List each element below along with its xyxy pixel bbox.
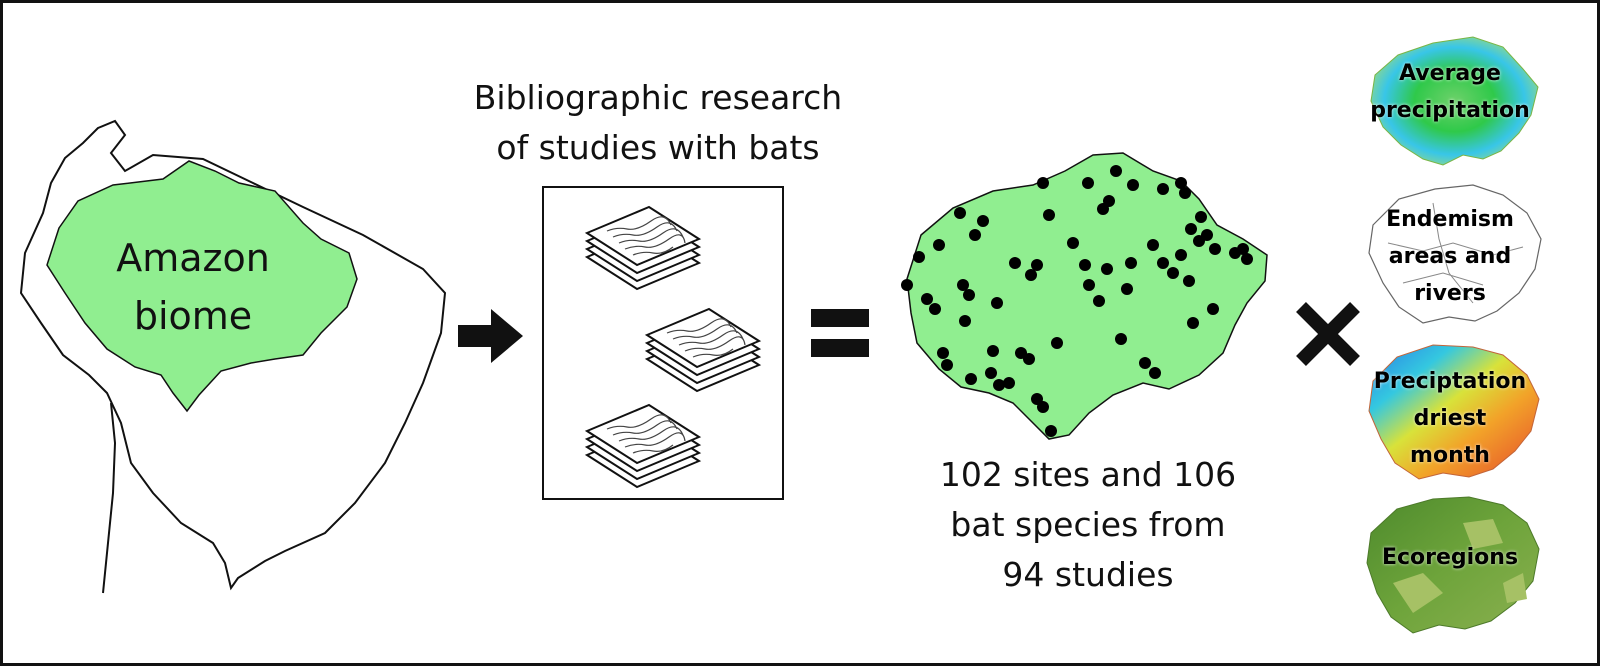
research-caption-line1: Bibliographic research — [473, 78, 843, 117]
endemism-map — [1368, 184, 1542, 324]
ecoregions-patches — [1393, 519, 1527, 613]
result-caption-line2: bat species from — [950, 505, 1226, 544]
layer-label-line: driest — [1413, 406, 1487, 431]
amazon-biome-label: Amazon biome — [93, 229, 293, 345]
layer-label-precipitation: Average precipitation — [1365, 55, 1535, 129]
layer-label-line: Endemism — [1386, 207, 1514, 232]
layer-label-line: areas and — [1388, 244, 1512, 269]
result-caption: 102 sites and 106 bat species from 94 st… — [888, 450, 1288, 600]
study-site-points — [901, 165, 1253, 437]
amazon-sites-map — [906, 152, 1268, 440]
layer-label-endemism: Endemism areas and rivers — [1365, 201, 1535, 312]
right-arrow-icon — [458, 309, 523, 363]
south-america-coast-tail — [102, 402, 117, 594]
layer-label-line: precipitation — [1370, 98, 1530, 123]
result-caption-line1: 102 sites and 106 — [939, 455, 1237, 494]
layer-label-line: rivers — [1414, 281, 1486, 306]
endemism-rivers — [1387, 202, 1524, 304]
layer-label-driest-month: Preciptation driest month — [1365, 363, 1535, 474]
amazon-label-line1: Amazon — [116, 236, 270, 280]
research-caption: Bibliographic research of studies with b… — [458, 73, 858, 173]
diagram-canvas — [19, 36, 1542, 634]
result-caption-line3: 94 studies — [1002, 555, 1174, 594]
layer-label-line: Ecoregions — [1381, 545, 1519, 570]
multiply-icon — [1296, 302, 1360, 366]
dry-month-map — [1368, 344, 1540, 480]
amazon-biome-shape — [46, 160, 358, 413]
layer-label-ecoregions: Ecoregions — [1365, 539, 1535, 576]
precipitation-map — [1370, 36, 1539, 166]
research-caption-line2: of studies with bats — [496, 128, 820, 167]
amazon-label-line2: biome — [133, 294, 253, 338]
equals-icon — [811, 309, 869, 357]
layer-label-line: month — [1410, 443, 1490, 468]
layer-label-line: Preciptation — [1373, 369, 1527, 394]
layer-label-line: Average — [1399, 61, 1501, 86]
